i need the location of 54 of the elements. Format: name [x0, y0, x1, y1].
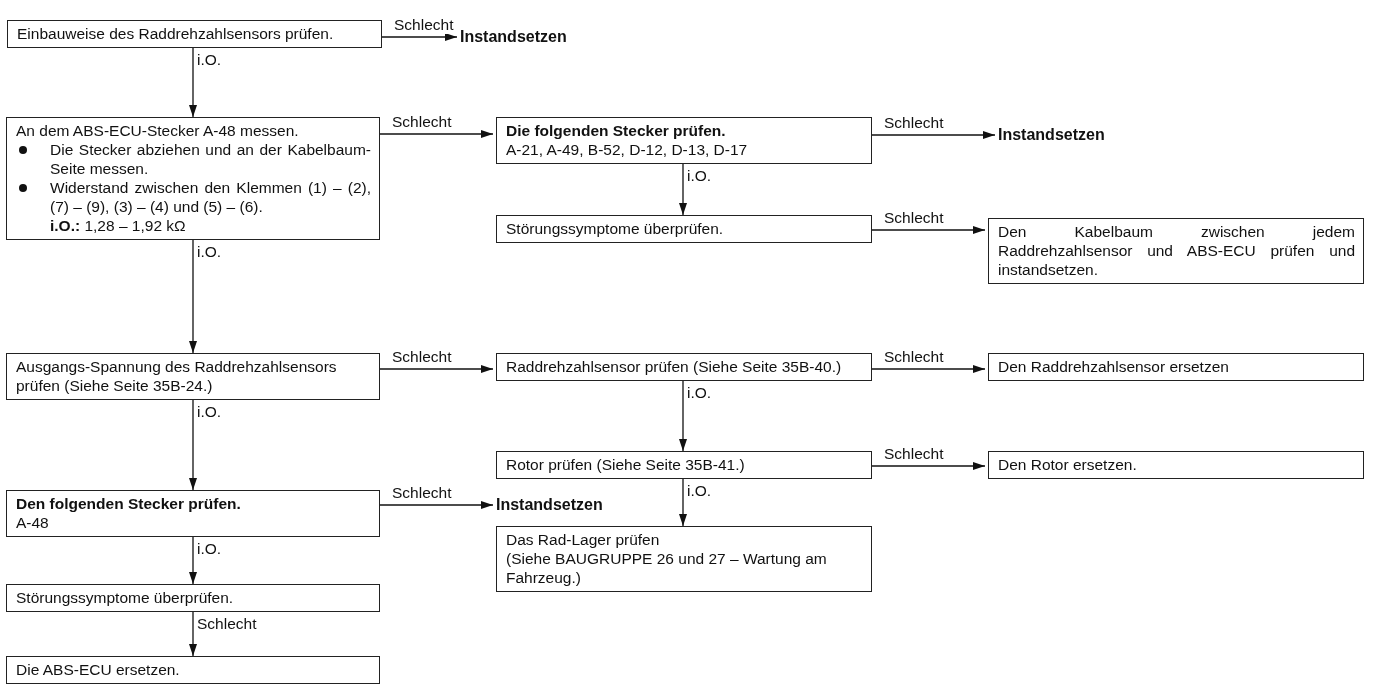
- box-text: Die ABS-ECU ersetzen.: [16, 660, 181, 679]
- arrow: [871, 365, 986, 373]
- process-box: [496, 526, 872, 592]
- arrow: [189, 47, 197, 118]
- process-box: [988, 451, 1364, 479]
- arrow: [379, 365, 494, 373]
- box-text: Das Rad-Lager prüfen: [506, 530, 661, 549]
- arrow: [189, 536, 197, 585]
- arrow: [871, 462, 986, 470]
- process-box: [496, 215, 872, 243]
- arrow: [379, 501, 494, 509]
- process-box: [6, 656, 380, 684]
- box-text: Den Kabelbaum zwischen jedem Raddrehzahlsensor und ABS-ECU prüfen und instandsetzen.: [998, 222, 1355, 279]
- arrow: [679, 163, 687, 216]
- process-box: [6, 490, 380, 537]
- process-box: [988, 218, 1364, 284]
- arrow: [379, 130, 494, 138]
- box-text: Den folgenden Stecker prüfen.: [16, 494, 242, 513]
- box-text: Störungssymptome überprüfen.: [16, 588, 235, 607]
- arrow: [679, 380, 687, 452]
- arrow: [189, 239, 197, 354]
- process-box: [7, 20, 382, 48]
- arrow: [381, 33, 458, 41]
- action-text: Instandsetzen: [496, 495, 603, 515]
- box-text: Widerstand zwischen den Klemmen (1) – (2), (7) – (9), (3) – (4) und (5) – (6).: [50, 178, 371, 216]
- process-box: [988, 353, 1364, 381]
- box-text: Die folgenden Stecker prüfen.: [506, 121, 727, 140]
- arrow: [189, 399, 197, 491]
- box-text: i.O.: 1,28 – 1,92 kΩ: [49, 216, 187, 235]
- box-text: Störungssymptome überprüfen.: [506, 219, 725, 238]
- box-text: An dem ABS-ECU-Stecker A-48 messen.: [16, 121, 300, 140]
- box-text: Rotor prüfen (Siehe Seite 35B-41.): [506, 455, 746, 474]
- box-text: Ausgangs-Spannung des Raddrehzahlsensors prüfen (Siehe Seite 35B-24.): [16, 357, 338, 395]
- action-text: Instandsetzen: [998, 125, 1105, 145]
- arrow: [679, 478, 687, 527]
- process-box: [6, 584, 380, 612]
- process-box: [496, 117, 872, 164]
- box-text: A-48: [16, 513, 50, 532]
- box-text: Den Raddrehzahlsensor ersetzen: [998, 357, 1230, 376]
- box-text: Raddrehzahlsensor prüfen (Siehe Seite 35B-40.): [506, 357, 843, 376]
- process-box: [496, 353, 872, 381]
- arrow: [871, 131, 996, 139]
- box-text: Die Stecker abziehen und an der Kabelbaum-Seite messen.: [50, 140, 371, 178]
- box-text: Einbauweise des Raddrehzahlsensors prüfen.: [17, 24, 335, 43]
- arrow: [871, 226, 986, 234]
- process-box: [6, 353, 380, 400]
- edge-label: Schlecht: [394, 16, 454, 34]
- box-text: Den Rotor ersetzen.: [998, 455, 1138, 474]
- arrow: [189, 611, 197, 657]
- action-text: Instandsetzen: [460, 27, 567, 47]
- box-text: (Siehe BAUGRUPPE 26 und 27 – Wartung am Fahrzeug.): [506, 549, 828, 587]
- process-box: [496, 451, 872, 479]
- box-text: A-21, A-49, B-52, D-12, D-13, D-17: [506, 140, 749, 159]
- process-box: [6, 117, 380, 240]
